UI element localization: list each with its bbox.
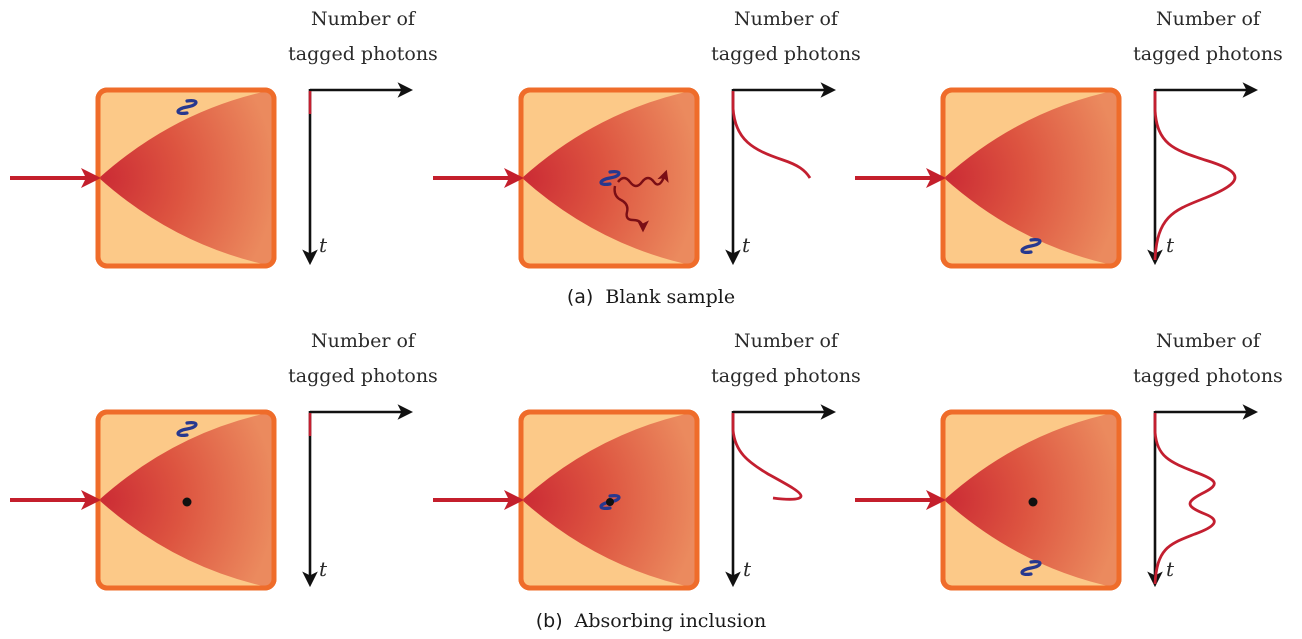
- axis-label-line1: Number of: [734, 330, 840, 352]
- time-axis-label: t: [742, 233, 751, 257]
- signal-curve: [1153, 91, 1237, 261]
- axis-label-line2: tagged photons: [711, 365, 861, 387]
- caption-text: Absorbing inclusion: [574, 610, 767, 632]
- absorbing-inclusion: [1028, 497, 1038, 507]
- sample-box-with-cone: [10, 411, 410, 588]
- caption-letter: (a): [567, 286, 593, 308]
- sample-box-with-cone: [433, 411, 833, 588]
- sample-box-with-cone: [855, 89, 1255, 266]
- caption-b: (b) Absorbing inclusion: [536, 610, 767, 632]
- absorbing-inclusion: [182, 497, 192, 507]
- axis-label-line2: tagged photons: [711, 43, 861, 65]
- axis-label-line2: tagged photons: [288, 365, 438, 387]
- axis-label-line2: tagged photons: [1133, 365, 1283, 387]
- caption-a: (a) Blank sample: [567, 286, 735, 308]
- time-axis-label: t: [319, 557, 328, 581]
- sample-box-with-cone: [10, 89, 410, 266]
- row-a: Number of tagged photons t Number of tag…: [10, 8, 1283, 308]
- sample-box-with-cone: [855, 411, 1255, 588]
- caption-text: Blank sample: [605, 286, 735, 308]
- signal-curve: [731, 91, 812, 179]
- axis-label-line1: Number of: [734, 8, 840, 30]
- axis-label-line1: Number of: [311, 330, 417, 352]
- panel-b3: Number of tagged photons t: [855, 330, 1283, 588]
- row-b: Number of tagged photons t Number of tag…: [10, 330, 1283, 632]
- scattered-photon-arrow: [613, 185, 649, 233]
- signal-curve: [1153, 413, 1216, 585]
- time-axis-label: t: [743, 557, 752, 581]
- signal-curve: [731, 413, 803, 501]
- axis-label-line2: tagged photons: [288, 43, 438, 65]
- caption-letter: (b): [536, 610, 563, 632]
- sample-box-with-cone: [433, 89, 833, 266]
- axis-label-line2: tagged photons: [1133, 43, 1283, 65]
- axis-label-line1: Number of: [1156, 8, 1262, 30]
- axis-label-line1: Number of: [311, 8, 417, 30]
- panel-a2: Number of tagged photons t: [433, 8, 861, 266]
- panel-a3: Number of tagged photons t: [855, 8, 1283, 266]
- absorbing-inclusion: [606, 498, 614, 506]
- panel-a1: Number of tagged photons t: [10, 8, 438, 266]
- time-axis-label: t: [1166, 557, 1175, 581]
- scattered-photon-arrow: [617, 169, 669, 188]
- panel-b2: Number of tagged photons t: [433, 330, 861, 588]
- time-axis-label: t: [319, 233, 328, 257]
- panel-b1: Number of tagged photons t: [10, 330, 438, 588]
- axis-label-line1: Number of: [1156, 330, 1262, 352]
- time-axis-label: t: [1166, 233, 1175, 257]
